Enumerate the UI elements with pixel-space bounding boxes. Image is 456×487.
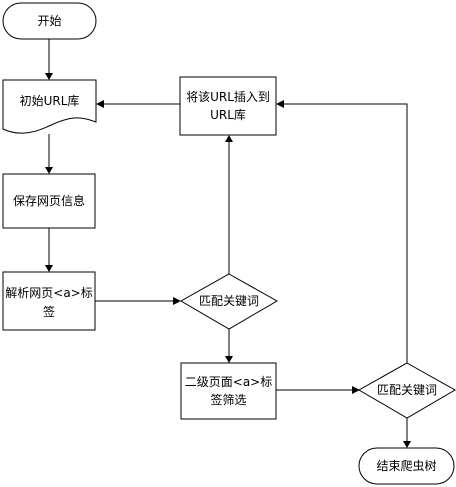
node-insert-url-line1: 将该URL插入到 — [186, 90, 270, 104]
arrowhead — [225, 135, 233, 142]
node-match-keyword-2-label: 匹配关键词 — [377, 383, 437, 397]
node-init-url-lib: 初始URL库 — [2, 79, 97, 134]
node-second-level-filter-line2: 签筛选 — [210, 392, 246, 407]
arrowhead — [173, 297, 181, 305]
edges — [45, 39, 411, 448]
arrowhead — [45, 167, 53, 174]
node-parse-a-tag: 解析网页<a>标 签 — [2, 271, 96, 331]
node-start: 开始 — [2, 2, 97, 40]
node-end-crawler-label: 结束爬虫树 — [376, 458, 436, 473]
node-parse-a-tag-line1: 解析网页<a>标 — [5, 286, 92, 300]
node-insert-url-line2: URL库 — [210, 107, 246, 122]
node-end-crawler: 结束爬虫树 — [358, 447, 455, 485]
node-init-url-lib-label: 初始URL库 — [20, 93, 80, 108]
node-parse-a-tag-line2: 签 — [43, 304, 55, 319]
node-save-page-info: 保存网页信息 — [2, 173, 96, 229]
node-match-keyword-2: 匹配关键词 — [357, 362, 456, 419]
edge-match2-to-insert — [284, 103, 408, 363]
arrowhead — [45, 265, 53, 272]
arrowhead — [403, 441, 411, 448]
node-second-level-filter-line1: 二级页面<a>标 — [185, 375, 272, 389]
node-match-keyword-1: 匹配关键词 — [179, 273, 279, 330]
arrowhead — [225, 356, 233, 363]
node-insert-url: 将该URL插入到 URL库 — [179, 76, 277, 136]
node-start-label: 开始 — [37, 14, 61, 28]
node-save-page-info-label: 保存网页信息 — [13, 193, 85, 208]
node-match-keyword-1-label: 匹配关键词 — [199, 294, 259, 308]
arrowhead — [96, 100, 104, 108]
arrowhead — [352, 386, 360, 394]
arrowhead — [45, 73, 53, 80]
arrowhead — [276, 100, 284, 108]
node-second-level-filter: 二级页面<a>标 签筛选 — [180, 362, 277, 420]
